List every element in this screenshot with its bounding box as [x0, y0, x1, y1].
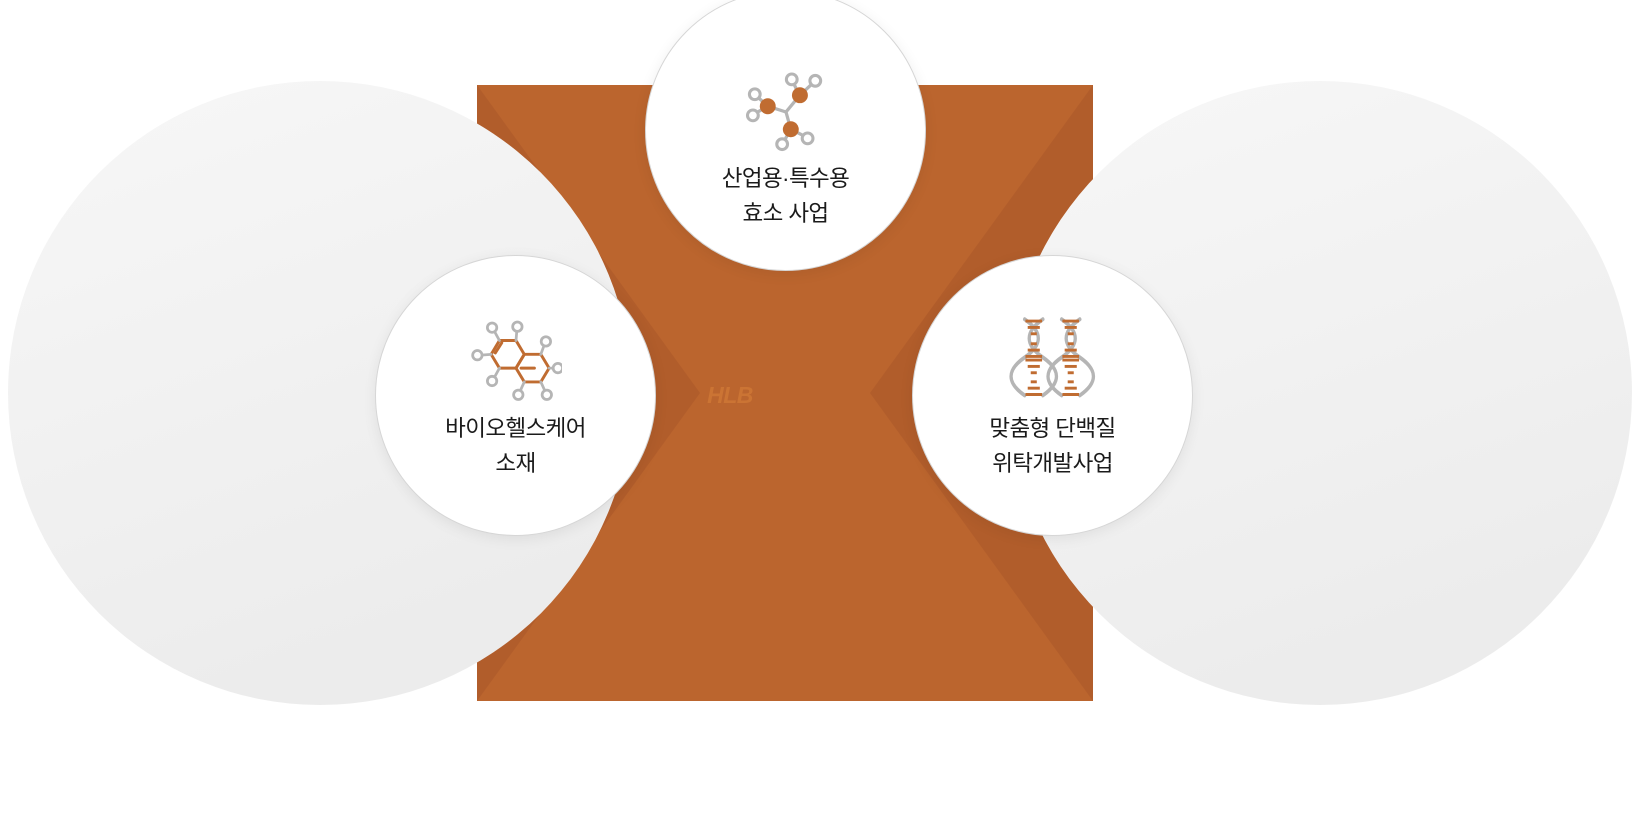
aromatic-ring-molecule-icon	[468, 310, 564, 406]
bubble-industrial-enzyme[interactable]: 산업용·특수용 효소 사업	[645, 0, 926, 271]
hlb-wordmark: HLB	[707, 381, 753, 408]
dna-helix-icon	[1005, 310, 1101, 406]
bubble-label-custom-protein-cdmo: 맞춤형 단백질 위탁개발사업	[989, 416, 1116, 476]
molecule-icon	[738, 64, 834, 160]
right-background-circle	[1008, 81, 1632, 705]
bubble-label-industrial-enzyme: 산업용·특수용 효소 사업	[721, 166, 850, 226]
bubble-label-biohealthcare-material: 바이오헬스케어 소재	[445, 416, 586, 476]
bubble-biohealthcare-material[interactable]: 바이오헬스케어 소재	[375, 255, 656, 536]
left-background-circle	[8, 81, 632, 705]
bubble-custom-protein-cdmo[interactable]: 맞춤형 단백질 위탁개발사업	[912, 255, 1193, 536]
